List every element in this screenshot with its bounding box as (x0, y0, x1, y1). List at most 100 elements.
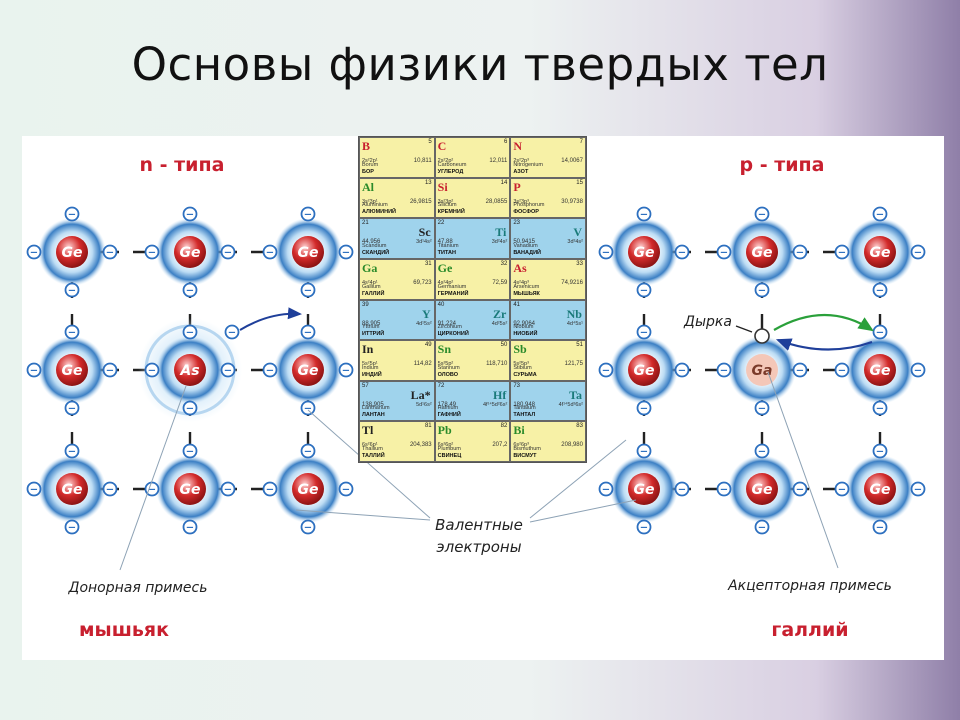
valence-electron: − (872, 206, 888, 222)
svg-text:Ge: Ge (870, 482, 891, 498)
element-num: 83 (576, 423, 583, 430)
valence-electron: − (300, 443, 316, 459)
valence-electron: − (754, 400, 770, 416)
valence-electron: − (910, 244, 926, 260)
element-mass: 14,0067 (561, 158, 583, 164)
valence-electron: − (636, 282, 652, 298)
germanium-atom: Ge−−−− (26, 324, 118, 416)
element-sym: Zr (492, 306, 507, 321)
valence-electron: − (300, 324, 316, 340)
valence-electron: − (598, 481, 614, 497)
svg-text:−: − (876, 328, 884, 339)
element-cfg: 5s²5p¹ (362, 361, 378, 368)
svg-text:Ge: Ge (62, 245, 83, 261)
svg-text:Ge: Ge (180, 482, 201, 498)
svg-text:−: − (106, 485, 114, 496)
svg-text:−: − (106, 366, 114, 377)
svg-text:−: − (30, 366, 38, 377)
valence-electrons-label-2: электроны (436, 538, 521, 556)
valence-electron: − (182, 519, 198, 535)
svg-text:−: − (224, 485, 232, 496)
valence-electron: − (182, 324, 198, 340)
valence-electron: − (224, 324, 240, 340)
element-cfg: 6s²6p³ (513, 442, 529, 449)
hole-arrow-green (773, 314, 874, 332)
n-type-heading: n - типа (140, 154, 225, 176)
valence-electron: − (262, 481, 278, 497)
element-cfg: 5d¹6s² (416, 401, 432, 408)
svg-text:−: − (720, 248, 728, 259)
element-name: Phosphorum (513, 202, 545, 209)
element-cfg: 6s²6p² (437, 442, 454, 449)
valence-electron: − (338, 244, 354, 260)
svg-text:−: − (304, 210, 312, 221)
element-mass: 47,88 (437, 239, 453, 246)
element-ru: СУРЬМА (513, 371, 537, 378)
svg-text:Ge: Ge (298, 482, 319, 498)
element-name: Stibium (513, 364, 532, 371)
element-num: 82 (500, 423, 508, 430)
valence-electron: − (64, 324, 80, 340)
germanium-atom: Ge−−−− (716, 206, 808, 298)
valence-electron: − (716, 481, 732, 497)
svg-text:−: − (602, 366, 610, 377)
acceptor-pointer-line (767, 371, 839, 569)
element-sym: Ti (495, 225, 507, 240)
valence-electron: − (144, 362, 160, 378)
valence-electron: − (144, 481, 160, 497)
element-mass: 12,011 (489, 158, 508, 164)
element-sym: C (437, 139, 447, 153)
valence-electron: − (792, 244, 808, 260)
element-ru: ТАЛЛИЙ (362, 453, 385, 459)
element-mass: 69,723 (413, 279, 432, 286)
valence-electron: − (834, 481, 850, 497)
valence-electron: − (262, 244, 278, 260)
element-name: Vanadium (513, 242, 538, 249)
valence-electron: − (300, 206, 316, 222)
svg-text:Ge: Ge (870, 245, 891, 261)
valence-electron: − (754, 443, 770, 459)
element-num: 21 (362, 220, 369, 227)
svg-text:−: − (266, 248, 274, 259)
arsenic-label: мышьяк (79, 619, 169, 641)
element-ru: ИТТРИЙ (362, 331, 385, 338)
element-ru: ЦИРКОНИЙ (437, 331, 469, 338)
element-mass: 121,75 (564, 361, 583, 368)
element-num: 6 (503, 139, 508, 145)
svg-text:−: − (602, 248, 610, 259)
element-ru: ВИСМУТ (513, 453, 537, 459)
svg-text:−: − (148, 366, 156, 377)
svg-text:−: − (876, 447, 884, 458)
svg-text:−: − (678, 248, 686, 259)
valence-electron: − (64, 400, 80, 416)
germanium-atom: Ge−−−− (144, 206, 236, 298)
element-mass: 204,383 (409, 442, 432, 449)
element-num: 81 (424, 423, 432, 430)
svg-text:−: − (68, 404, 76, 415)
valence-electron: − (716, 362, 732, 378)
svg-text:−: − (640, 286, 648, 297)
svg-text:−: − (228, 328, 236, 339)
free-electron: − (224, 324, 240, 340)
valence-pointer-left-1 (307, 409, 431, 519)
valence-electron: − (102, 244, 118, 260)
valence-pointer-right-2 (529, 499, 637, 523)
svg-text:−: − (224, 248, 232, 259)
element-mass: 138,905 (362, 401, 384, 408)
valence-electron: − (834, 244, 850, 260)
element-ru: ФОСФОР (513, 209, 539, 216)
element-name: Yttrium (362, 324, 380, 331)
element-num: 32 (500, 260, 508, 267)
svg-text:Ge: Ge (634, 245, 655, 261)
valence-electron: − (102, 481, 118, 497)
valence-electron: − (64, 519, 80, 535)
svg-text:Ge: Ge (180, 245, 201, 261)
element-mass: 28,0855 (485, 198, 508, 205)
